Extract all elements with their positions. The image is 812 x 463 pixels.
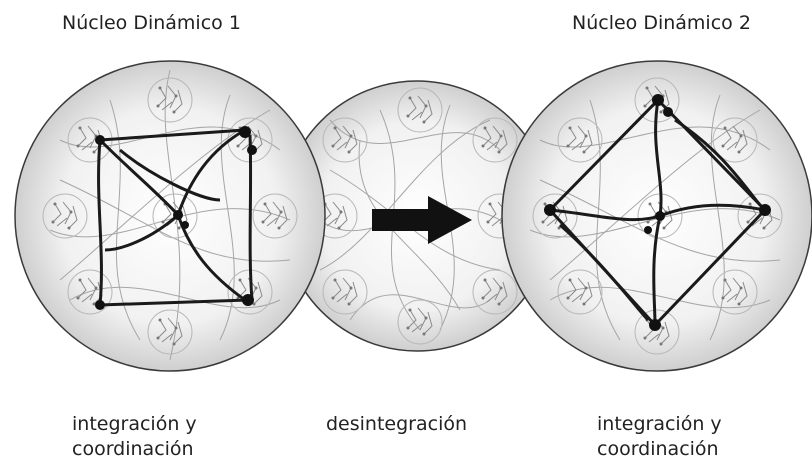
- core-nodes-1: [95, 126, 257, 310]
- dynamic-core-2-sphere: [501, 60, 812, 372]
- title-dynamic-core-1: Núcleo Dinámico 1: [62, 12, 241, 34]
- caption-left-line-1: integración y: [72, 413, 197, 435]
- core-pathway-1: [97, 128, 254, 307]
- caption-right-line-1: integración y: [597, 413, 722, 435]
- title-dynamic-core-2: Núcleo Dinámico 2: [572, 12, 751, 34]
- core-pathway-2: [548, 98, 767, 327]
- dynamic-core-1-sphere: [14, 60, 326, 372]
- caption-left: integración y coordinación: [72, 412, 197, 462]
- caption-right-line-2: coordinación: [597, 438, 719, 460]
- core-nodes-2: [544, 94, 771, 331]
- right-arrow-icon: [372, 196, 472, 244]
- caption-left-line-2: coordinación: [72, 438, 194, 460]
- caption-middle: desintegración: [326, 413, 468, 435]
- caption-right: integración y coordinación: [597, 412, 722, 462]
